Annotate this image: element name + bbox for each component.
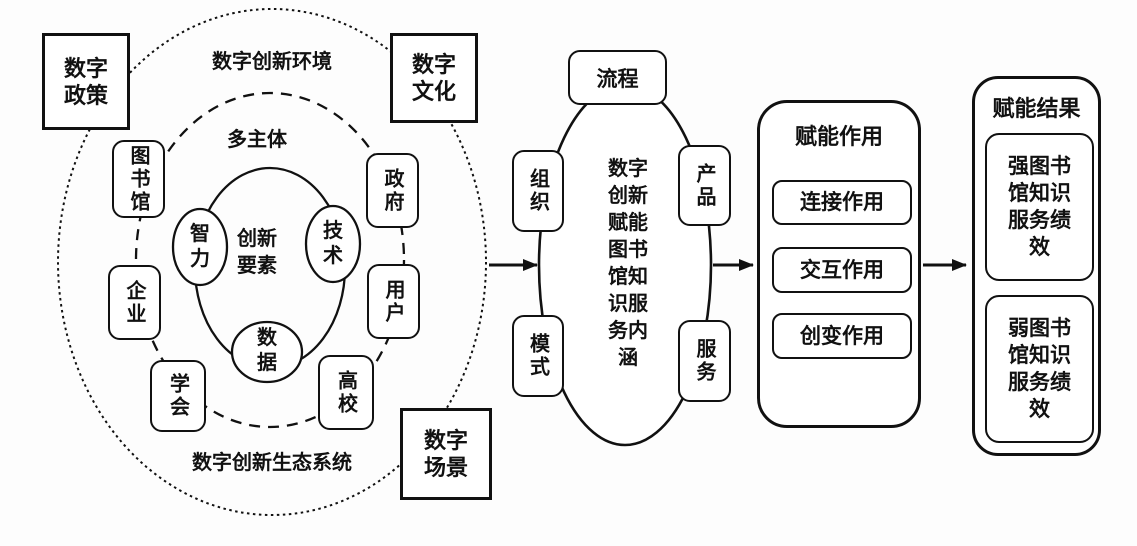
results-panel: 赋能结果 强图书馆知识服务绩效 弱图书馆知识服务绩效	[972, 76, 1101, 456]
facet-service-label: 服务	[693, 338, 715, 384]
corner-digital-culture: 数字文化	[390, 33, 478, 123]
subject-library-label: 图书馆	[127, 144, 149, 214]
facet-process: 流程	[568, 50, 667, 105]
facet-mode-label: 模式	[526, 333, 549, 379]
corner-digital-culture-label: 数字文化	[411, 52, 456, 104]
effect-item-interaction: 交互作用	[772, 247, 912, 293]
subject-government-label: 政府	[381, 167, 403, 214]
subject-university-label: 高校	[334, 369, 357, 416]
factor-data-label: 数据	[257, 327, 277, 374]
effect-item-connection-label: 连接作用	[800, 191, 884, 214]
effects-panel: 赋能作用 连接作用 交互作用 创变作用	[757, 100, 921, 428]
subject-library: 图书馆	[112, 140, 165, 218]
facet-service: 服务	[678, 320, 731, 402]
subject-user-label: 用户	[382, 278, 404, 325]
facet-product-label: 产品	[693, 162, 715, 209]
factor-technology-ellipse	[304, 204, 362, 284]
subject-university: 高校	[318, 355, 374, 430]
facet-mode: 模式	[512, 315, 564, 397]
corner-digital-scene: 数字场景	[400, 408, 492, 500]
effects-title: 赋能作用	[794, 124, 883, 149]
corner-digital-policy-label: 数字政策	[63, 55, 108, 108]
factor-technology-label: 技术	[323, 220, 343, 267]
ecosystem-label: 数字创新生态系统	[192, 452, 352, 474]
results-title: 赋能结果	[992, 96, 1081, 121]
effect-item-interaction-label: 交互作用	[800, 258, 884, 282]
result-item-strong: 强图书馆知识服务绩效	[985, 133, 1094, 281]
core-elements-label: 创新要素	[237, 228, 277, 277]
factor-intelligence-ellipse	[171, 207, 229, 287]
facet-product: 产品	[678, 145, 731, 226]
corner-digital-policy: 数字政策	[42, 33, 130, 130]
corner-digital-scene-label: 数字场景	[423, 428, 468, 480]
subject-society-label: 学会	[166, 373, 189, 419]
subject-enterprise-label: 企业	[123, 279, 145, 326]
environment-label: 数字创新环境	[212, 51, 332, 73]
result-item-strong-label: 强图书馆知识服务绩效	[1008, 155, 1071, 259]
subject-user: 用户	[367, 264, 420, 339]
facet-organization: 组织	[512, 150, 564, 232]
connotation-title: 数字创新赋能图书馆知识服务内涵	[608, 158, 648, 369]
subject-enterprise: 企业	[108, 265, 161, 340]
effect-item-transformation: 创变作用	[772, 313, 912, 359]
multi-subject-dashed-ellipse	[134, 91, 406, 429]
factor-data-ellipse	[230, 320, 304, 384]
effect-item-connection: 连接作用	[772, 180, 912, 225]
facet-process-label: 流程	[596, 67, 639, 91]
ecosystem-dotted-ellipse	[57, 8, 487, 516]
subject-society: 学会	[150, 360, 206, 432]
multi-subject-label: 多主体	[227, 129, 287, 151]
facet-organization-label: 组织	[526, 168, 549, 214]
factor-intelligence-label: 智力	[190, 223, 210, 270]
subject-government: 政府	[366, 153, 419, 228]
result-item-weak: 弱图书馆知识服务绩效	[985, 295, 1094, 443]
effect-item-transformation-label: 创变作用	[800, 324, 884, 348]
result-item-weak-label: 弱图书馆知识服务绩效	[1008, 317, 1071, 421]
